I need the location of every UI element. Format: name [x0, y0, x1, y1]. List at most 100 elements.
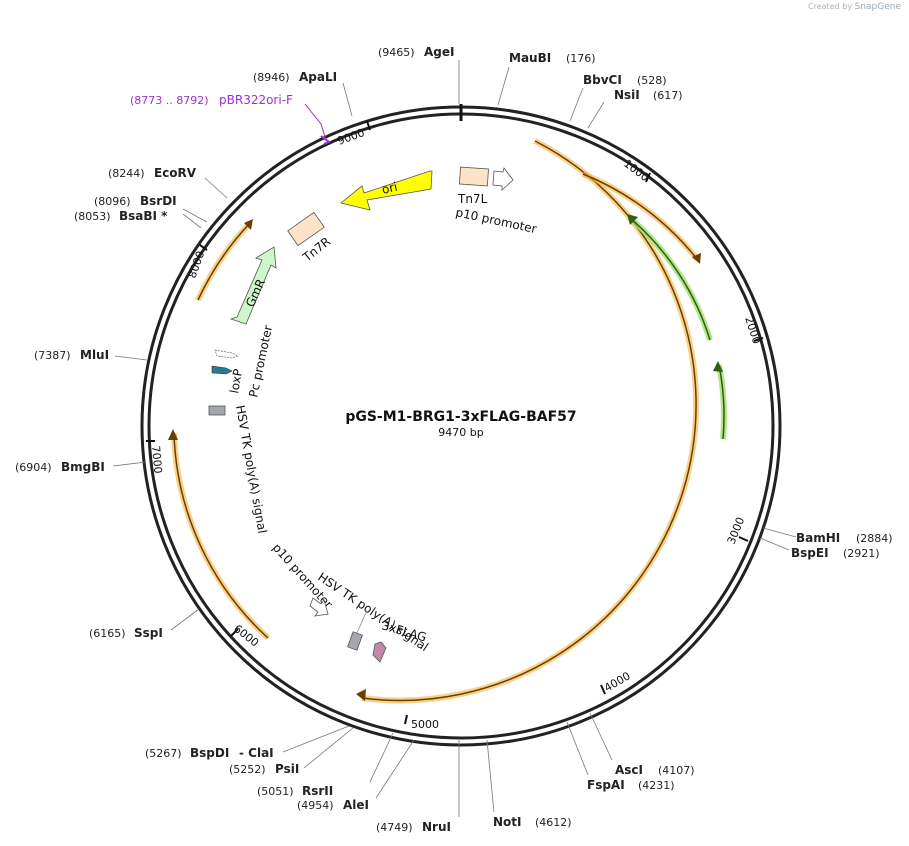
tick-3000 [738, 536, 749, 542]
leader-maubi [497, 66, 510, 106]
cds-arc-green-1-arrowhead [627, 214, 638, 225]
primer-feature-mark [320, 135, 332, 145]
site-apali-pos: (8946) [253, 71, 290, 84]
gmr-feature [229, 246, 277, 325]
site-rsrii-name: RsrII [302, 784, 333, 798]
cds-arc-left-arrowhead [168, 429, 178, 440]
tick-6000 [230, 628, 239, 637]
cds-arc-inner-arrowhead [692, 253, 701, 264]
tn7l-label: Tn7L [457, 192, 488, 206]
site-bspdi-pos: (5267) [145, 747, 182, 760]
site-psii-pos: (5252) [229, 763, 266, 776]
leader-ecorv [204, 177, 228, 199]
cds-arc-inner [582, 173, 698, 260]
loxp-label: loxP [227, 368, 245, 395]
pc-promoter-label: Pc promoter [246, 324, 275, 399]
primer-name: pBR322ori-F [219, 93, 293, 107]
primer-leader-line [304, 103, 327, 141]
site-bamhi-name: BamHI [796, 531, 840, 545]
leader-bbvci [569, 87, 584, 122]
cds-arc-brg1-arrowhead [356, 689, 366, 701]
cds-arc-8000 [197, 222, 251, 301]
hsv-tk-polya-bottom-label: HSV TK poly(A) signal [315, 570, 431, 654]
site-bbvci-name: BbvCI [583, 73, 622, 87]
tick-label-5000: 5000 [411, 718, 439, 731]
leader-bsrdi [182, 208, 208, 223]
cds-arc-green-1 [629, 217, 711, 341]
leader-asci [589, 712, 613, 761]
site-ecorv-pos: (8244) [108, 167, 145, 180]
site-asci-pos: (4107) [658, 764, 695, 777]
site-leader-lines [112, 60, 797, 817]
site-nrui-name: NruI [422, 820, 451, 834]
site-maubi-name: MauBI [509, 51, 551, 65]
site-bspdi-name: BspDI [190, 746, 229, 760]
loxp-feature [211, 365, 233, 375]
site-noti-pos: (4612) [535, 816, 572, 829]
leader-apali [342, 82, 353, 117]
site-mlui-pos: (7387) [34, 349, 71, 362]
site-bamhi-pos: (2884) [856, 532, 893, 545]
tick-4000 [600, 684, 606, 695]
site-bmgbi-name: BmgBI [61, 460, 105, 474]
site-apali-name: ApaLI [299, 70, 337, 84]
leader-mlui [114, 355, 148, 361]
cds-arc-8000-arrowhead [244, 219, 253, 230]
tick-label-7000: 7000 [149, 445, 164, 474]
credit-prefix: Created by [808, 2, 853, 11]
site-nsii-pos: (617) [653, 89, 683, 102]
tick-8000 [199, 244, 208, 251]
p10-promoter-top-label: p10 promoter [454, 205, 538, 236]
p10-promoter-bottom-arrow [309, 597, 329, 617]
site-bsabi-pos: (8053) [74, 210, 111, 223]
tick-label-3000: 3000 [725, 515, 748, 546]
hsv-tk-polya-left-feature [208, 405, 226, 416]
leader-bamhi [762, 527, 797, 538]
hsv-tk-polya-bottom-pointer [356, 609, 368, 634]
site-sspi-pos: (6165) [89, 627, 126, 640]
site-nsii-name: NsiI [614, 88, 640, 102]
tick-1000 [645, 172, 651, 183]
leader-psii [303, 727, 354, 769]
site-bsabi-name: BsaBI * [119, 209, 168, 223]
site-alei-name: AleI [343, 798, 369, 812]
p10-promoter-top-arrow [492, 167, 514, 191]
site-mlui-name: MluI [80, 348, 109, 362]
snapgene-logo: SnapGene [854, 2, 901, 12]
leader-bsabi [182, 213, 202, 229]
site-asci-name: AscI [615, 763, 643, 777]
site-noti-name: NotI [493, 815, 522, 829]
tick-label-8000: 8000 [186, 249, 208, 280]
3xflag-feature [372, 641, 387, 663]
tick-2000 [753, 337, 764, 342]
cds-arc-green-2-arrowhead [713, 361, 723, 372]
leader-bspei [759, 537, 790, 551]
site-labels: (9465) AgeI MauBI (176) BbvCI (528) NsiI… [15, 45, 893, 834]
primer-range: (8773 .. 8792) [130, 94, 209, 107]
gmr-label: GmR [243, 277, 268, 309]
tick-marks [146, 120, 764, 725]
site-maubi-pos: (176) [566, 52, 596, 65]
site-bspei-name: BspEI [791, 546, 829, 560]
site-nrui-pos: (4749) [376, 821, 413, 834]
pc-promoter-feature [214, 349, 239, 359]
site-bbvci-pos: (528) [637, 74, 667, 87]
site-bmgbi-pos: (6904) [15, 461, 52, 474]
snapgene-credit: Created by SnapGene [808, 2, 901, 12]
leader-alei [375, 739, 415, 799]
site-fspai-pos: (4231) [638, 779, 675, 792]
plasmid-length: 9470 bp [438, 426, 483, 439]
site-sspi-name: SspI [134, 626, 163, 640]
tn7l-feature [458, 166, 489, 187]
ori-feature [340, 170, 433, 211]
site-rsrii-pos: (5051) [257, 785, 294, 798]
tick-5000 [404, 714, 408, 725]
leader-sspi [170, 608, 200, 631]
site-ecorv-name: EcoRV [154, 166, 197, 180]
tick-label-2000: 2000 [742, 315, 763, 346]
site-psii-name: PsiI [275, 762, 299, 776]
leader-nsii [587, 101, 605, 129]
site-agei-name: AgeI [424, 45, 454, 59]
hsv-tk-polya-left-label: HSV TK poly(A) signal [233, 404, 269, 534]
